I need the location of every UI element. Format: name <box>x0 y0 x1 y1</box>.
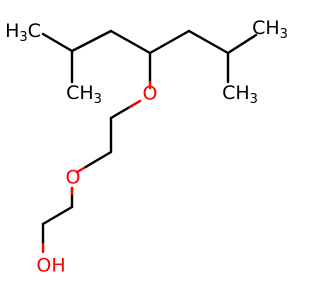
bond-c5-ch3-top <box>226 33 258 55</box>
bond-c2-c3 <box>109 29 152 55</box>
bond-h3c-c1 <box>41 32 74 53</box>
bond-c8-c9 <box>41 205 74 226</box>
oxygen-lower-label: O <box>66 167 81 189</box>
bond-c7-o2 <box>82 150 113 170</box>
bond-o2-red-top <box>75 166 86 174</box>
bond-c3-c4 <box>148 29 191 55</box>
oxygen-upper-label: O <box>143 83 158 105</box>
bond-o1-red-left <box>128 99 142 109</box>
chemical-structure-diagram: H3C CH3 CH3 CH3 O O OH <box>5 17 288 277</box>
methyl-left-label: H3C <box>5 20 41 45</box>
methyl-top-right-label: CH3 <box>252 17 288 42</box>
atom-labels: H3C CH3 CH3 CH3 O O OH <box>5 17 288 277</box>
methyl-right-label: CH3 <box>222 82 258 107</box>
hydroxyl-label: OH <box>36 255 65 277</box>
methyl-mid-label: CH3 <box>66 82 102 107</box>
bond-skeleton <box>41 29 258 254</box>
bond-c4-c5 <box>187 29 230 55</box>
bond-c1-c2 <box>70 29 113 53</box>
